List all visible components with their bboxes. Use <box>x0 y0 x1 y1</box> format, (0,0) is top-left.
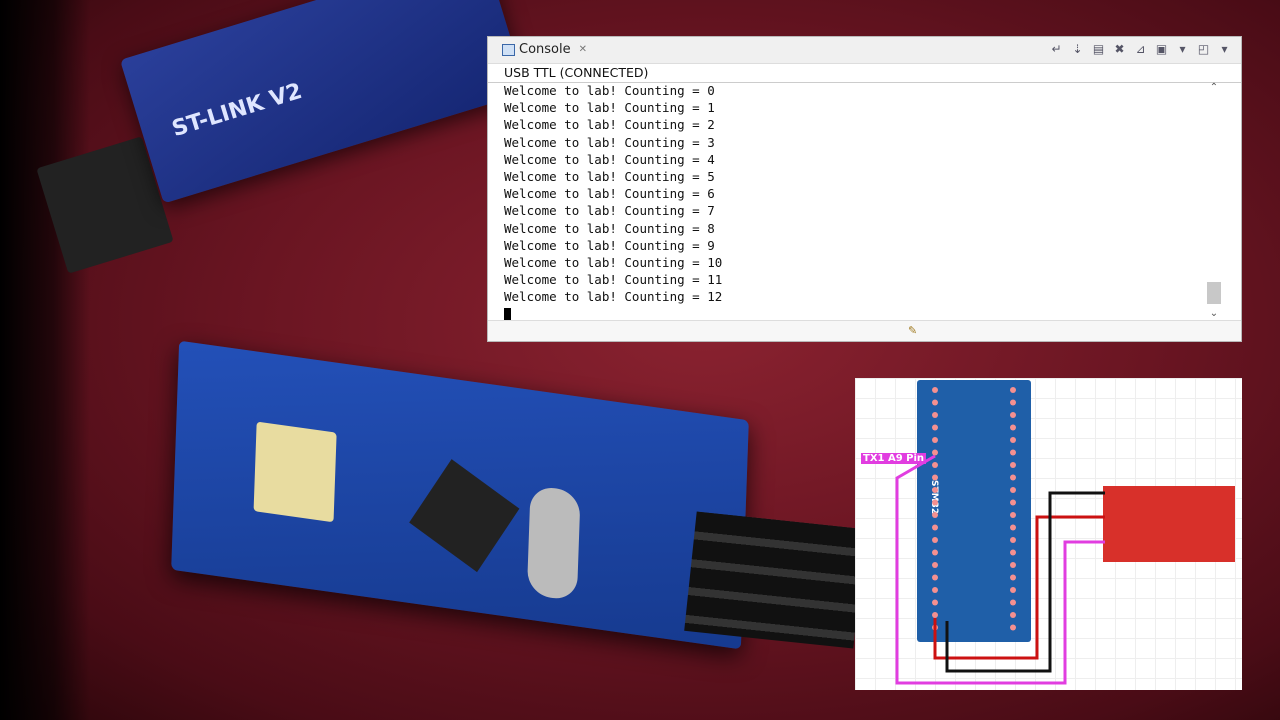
header-pin <box>932 462 938 468</box>
console-output[interactable]: Welcome to lab! Counting = 0 Welcome to l… <box>504 82 722 323</box>
tab-console[interactable]: Console ✕ <box>502 42 587 57</box>
stlink-dongle-photo: ST-LINK V2 <box>120 0 528 204</box>
header-pin <box>1010 624 1016 631</box>
header-pin <box>932 549 938 556</box>
console-tabbar: Console ✕ ↵ ⇣ ▤ ✖ ⊿ ▣ ▾ ◰ ▾ <box>488 37 1241 64</box>
console-line: Welcome to lab! Counting = 11 <box>504 272 723 288</box>
console-line: Welcome to lab! Counting = 7 <box>504 203 715 219</box>
console-line: Welcome to lab! Counting = 4 <box>504 151 715 167</box>
word-wrap-icon[interactable]: ↵ <box>1051 42 1062 56</box>
header-pin <box>1010 412 1016 418</box>
connection-status: USB TTL (CONNECTED) <box>488 64 1241 83</box>
header-pin <box>1010 512 1016 518</box>
header-pin <box>932 412 938 418</box>
clear-console-icon[interactable]: ▤ <box>1092 42 1105 56</box>
console-statusbar: ✎ <box>488 320 1241 341</box>
header-pin <box>932 587 938 593</box>
pin-console-icon[interactable]: ⊿ <box>1135 42 1146 56</box>
header-pin <box>1010 562 1016 568</box>
ground-wire <box>945 491 1105 673</box>
text-cursor <box>504 307 511 323</box>
header-pin <box>1010 574 1016 581</box>
console-line: Welcome to lab! Counting = 0 <box>504 83 715 98</box>
header-pin <box>1010 549 1016 556</box>
display-console-icon[interactable]: ▣ <box>1155 42 1168 56</box>
header-pin <box>1010 524 1016 531</box>
console-toolbar: ↵ ⇣ ▤ ✖ ⊿ ▣ ▾ ◰ ▾ <box>1050 42 1231 56</box>
console-line: Welcome to lab! Counting = 5 <box>504 169 715 185</box>
console-line: Welcome to lab! Counting = 6 <box>504 186 715 202</box>
vertical-scrollbar[interactable]: ⌃ ⌄ <box>1207 82 1221 322</box>
close-icon[interactable]: ✕ <box>578 44 587 55</box>
crystal <box>526 484 581 602</box>
input-icon: ✎ <box>908 324 918 337</box>
header-pin <box>932 562 938 568</box>
header-pin <box>1010 599 1016 606</box>
header-pin <box>932 612 938 618</box>
power-wire <box>933 515 1105 660</box>
console-line: Welcome to lab! Counting = 10 <box>504 255 723 271</box>
header-pin <box>1010 487 1016 493</box>
wires-svg <box>895 387 1105 685</box>
bluepill-schematic: STM32 <box>917 380 1031 642</box>
header-pin <box>1010 424 1016 431</box>
header-pin <box>932 512 938 518</box>
header-pin <box>932 499 938 506</box>
header-pin <box>1010 587 1016 593</box>
pin-dots <box>932 387 1016 631</box>
header-pin <box>1010 449 1016 456</box>
header-pin <box>932 474 938 481</box>
header-pin <box>1010 612 1016 618</box>
tab-label: Console <box>519 42 571 57</box>
scroll-up-icon[interactable]: ⌃ <box>1209 82 1219 93</box>
dropdown-icon[interactable]: ▾ <box>1221 42 1228 56</box>
wiring-diagram: STM32 TX1 A9 Pin <box>855 378 1242 690</box>
header-pin <box>932 437 938 443</box>
jumper-wires-photo <box>684 511 866 649</box>
console-line: Welcome to lab! Counting = 2 <box>504 117 715 133</box>
console-line: Welcome to lab! Counting = 9 <box>504 237 715 253</box>
mcu-chip <box>409 459 520 573</box>
stlink-label: ST-LINK V2 <box>169 78 305 143</box>
jumper-block <box>253 421 337 523</box>
header-pin <box>932 574 938 581</box>
header-pin <box>932 537 938 543</box>
ftdi-schematic <box>1103 486 1235 562</box>
header-pin <box>932 599 938 606</box>
tx-pin-label: TX1 A9 Pin <box>861 453 927 464</box>
header-pin <box>1010 537 1016 543</box>
header-pin <box>932 487 938 493</box>
console-line: Welcome to lab! Counting = 3 <box>504 134 715 150</box>
header-pin <box>932 387 938 393</box>
header-pin <box>1010 499 1016 506</box>
console-line: Welcome to lab! Counting = 1 <box>504 100 715 116</box>
scroll-thumb[interactable] <box>1207 282 1221 304</box>
header-pin <box>932 524 938 531</box>
header-pin <box>1010 474 1016 481</box>
console-icon <box>502 43 515 56</box>
scroll-lock-icon[interactable]: ⇣ <box>1072 42 1083 56</box>
header-pin <box>1010 387 1016 393</box>
console-view: Console ✕ ↵ ⇣ ▤ ✖ ⊿ ▣ ▾ ◰ ▾ USB TTL (CON… <box>487 36 1242 342</box>
header-pin <box>932 424 938 431</box>
header-pin <box>932 449 938 456</box>
terminate-icon[interactable]: ✖ <box>1114 42 1125 56</box>
scroll-down-icon[interactable]: ⌄ <box>1209 308 1219 319</box>
header-pin <box>1010 399 1016 406</box>
header-pin <box>1010 462 1016 468</box>
bluepill-board-photo <box>171 340 749 650</box>
dropdown-icon[interactable]: ▾ <box>1179 42 1186 56</box>
header-pin <box>932 399 938 406</box>
tx-wire <box>895 454 1105 685</box>
console-line: Welcome to lab! Counting = 8 <box>504 220 715 236</box>
photo-shadow <box>0 0 90 720</box>
open-console-icon[interactable]: ◰ <box>1197 42 1210 56</box>
header-pin <box>1010 437 1016 443</box>
console-line: Welcome to lab! Counting = 12 <box>504 289 723 305</box>
